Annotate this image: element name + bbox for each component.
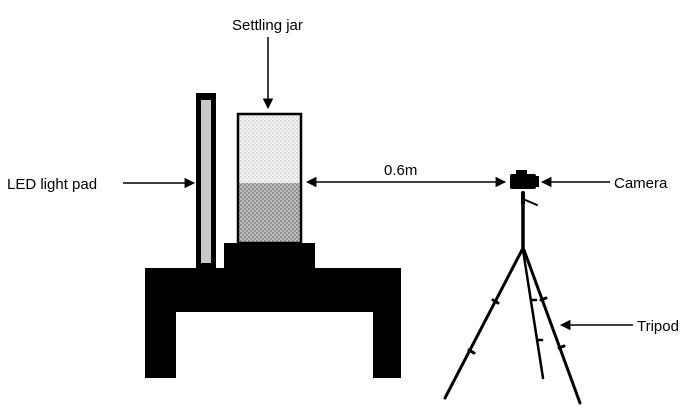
tripod-label: Tripod [637, 318, 679, 335]
table [145, 268, 401, 378]
camera [510, 170, 539, 189]
led-light-pad-face [201, 100, 211, 263]
camera-icon [510, 170, 539, 189]
led-light-pad-label: LED light pad [7, 176, 97, 193]
settling-jar-sediment [238, 183, 301, 243]
tripod-icon [443, 191, 582, 405]
settling-jar-upper-fluid [238, 114, 301, 183]
settling-jar-shape [236, 112, 303, 245]
settling-jar [236, 112, 303, 245]
led-light-pad [196, 93, 216, 269]
jar-base [224, 243, 315, 269]
distance-label: 0.6m [384, 162, 417, 179]
table-shape [145, 268, 401, 378]
camera-label: Camera [614, 175, 668, 192]
settling-jar-label: Settling jar [232, 17, 303, 34]
tripod [443, 191, 582, 405]
